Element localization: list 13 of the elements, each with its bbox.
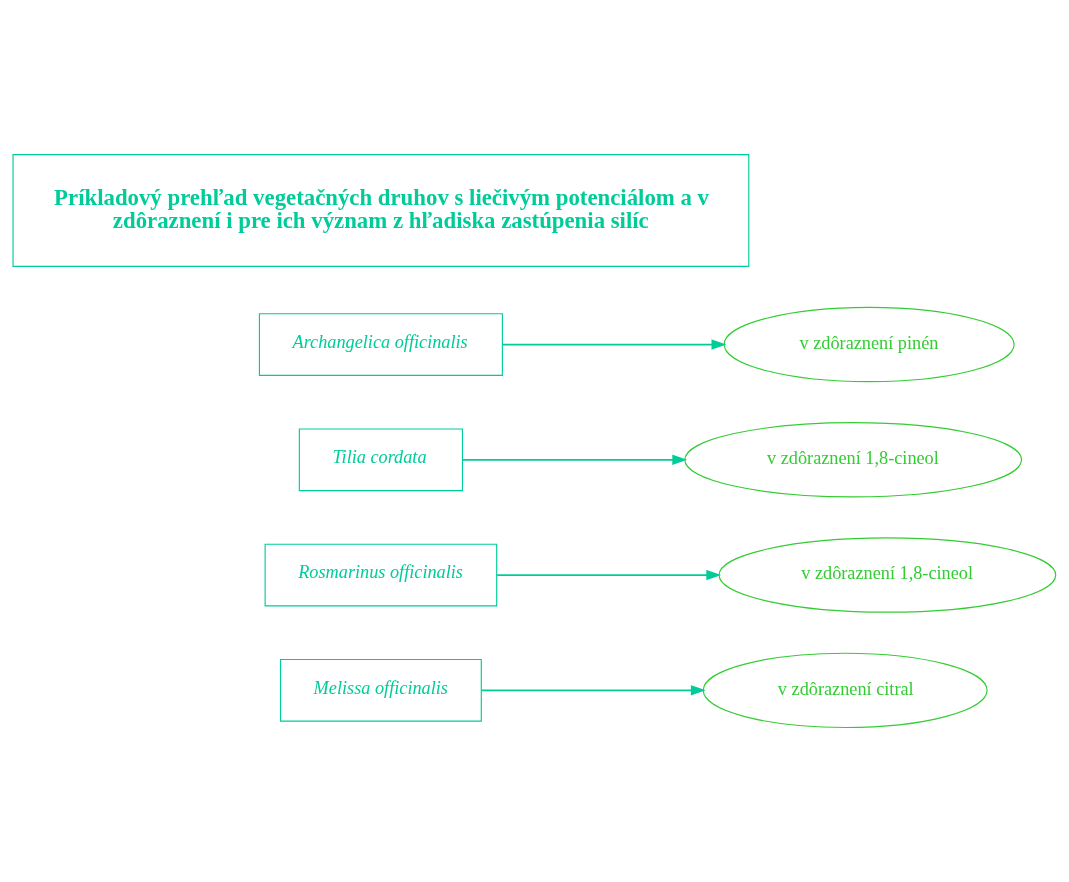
- arrow: [480, 685, 706, 696]
- node-box: Melissa officinalis: [279, 658, 482, 722]
- node-box: Archangelica officinalis: [258, 313, 503, 376]
- node-box: Tilia cordata: [298, 428, 464, 492]
- node-ellipse: v zdôraznení pinén: [723, 306, 1015, 383]
- arrow: [461, 454, 688, 465]
- node-box: Rosmarinus officinalis: [264, 543, 498, 607]
- node-ellipse: v zdôraznení 1,8-cineol: [718, 537, 1057, 613]
- node-box: Príkladový prehľad vegetačných druhov s liečivým potenciálom a v zdôraznení i pre ich význam z hľadiska zastúpenia silíc: [12, 154, 750, 267]
- node-ellipse: v zdôraznení citral: [702, 652, 988, 729]
- node-ellipse: v zdôraznení 1,8-cineol: [684, 422, 1023, 498]
- arrow: [501, 339, 727, 350]
- arrow: [496, 569, 722, 581]
